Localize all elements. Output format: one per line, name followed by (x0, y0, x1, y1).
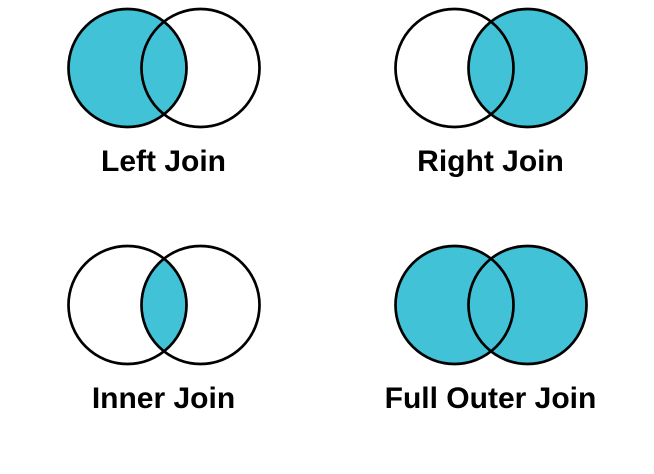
left-circle-outline (393, 244, 515, 366)
diagram-label-left-join: Left Join (101, 145, 226, 178)
venn-left-join: Left Join (0, 0, 327, 237)
intersection-lens (141, 246, 186, 364)
right-circle-outline (139, 7, 261, 129)
intersection-lens (468, 246, 513, 364)
venn-diagram-inner-join (66, 244, 261, 366)
right-circle-outline (466, 244, 588, 366)
venn-inner-join: Inner Join (0, 237, 327, 474)
intersection-lens (141, 9, 186, 127)
venn-diagram-right-join (393, 7, 588, 129)
venn-diagram-left-join (66, 7, 261, 129)
intersection-lens (468, 9, 513, 127)
left-circle-outline (393, 7, 515, 129)
left-circle-outline (66, 7, 188, 129)
right-circle-outline (466, 7, 588, 129)
diagram-label-inner-join: Inner Join (91, 382, 236, 415)
venn-diagram-full-outer-join (393, 244, 588, 366)
left-circle-outline (66, 244, 188, 366)
venn-right-join: Right Join (327, 0, 654, 237)
venn-full-outer-join: Full Outer Join (327, 237, 654, 474)
right-circle-outline (139, 244, 261, 366)
diagram-label-full-outer-join: Full Outer Join (384, 382, 597, 415)
diagram-label-right-join: Right Join (417, 145, 564, 178)
